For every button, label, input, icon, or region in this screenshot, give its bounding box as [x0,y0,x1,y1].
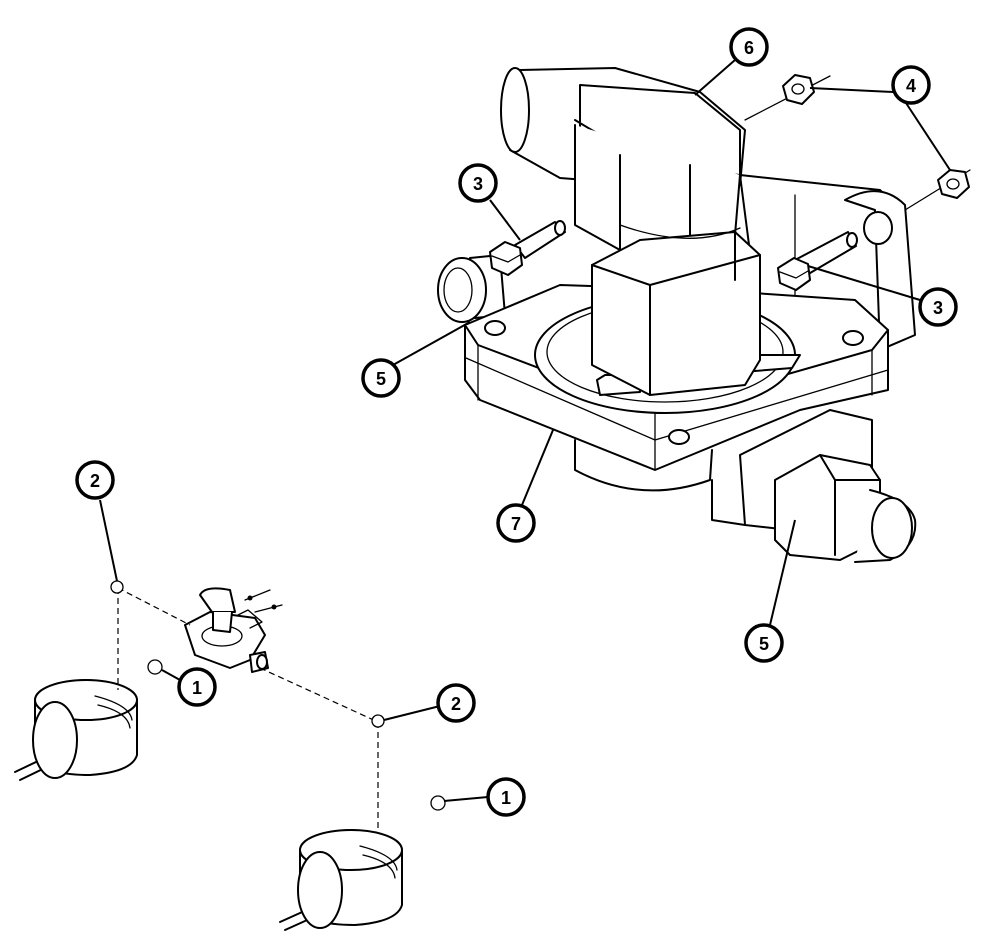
callout-5-left: 5 [361,358,401,398]
mount-left [14,679,138,781]
callout-1-left: 1 [177,667,217,707]
valve-assembly-detail [437,67,971,563]
svg-text:2: 2 [451,694,461,714]
mount-right [279,829,403,931]
svg-text:5: 5 [759,634,769,654]
svg-text:4: 4 [906,76,916,96]
assembly-lines [117,587,379,830]
callout-4: 4 [891,65,931,105]
leader-lines [99,59,951,802]
reference-dots [110,580,446,811]
callout-3-right: 3 [918,287,958,327]
callout-6: 6 [729,27,769,67]
callout-2-right: 2 [436,683,476,723]
ref-dot-2b [371,714,385,728]
callout-5-right: 5 [744,623,784,663]
svg-text:6: 6 [744,38,754,58]
ref-dot-1a [147,659,163,675]
callouts: 1 1 2 2 3 3 4 5 [75,27,958,817]
callout-7: 7 [496,503,536,543]
callout-2-left: 2 [75,460,115,500]
small-valve-overview [184,587,283,673]
svg-text:7: 7 [511,514,521,534]
svg-text:3: 3 [473,174,483,194]
bolt-left [489,220,566,276]
ref-dot-2a [110,580,124,594]
svg-text:1: 1 [192,678,202,698]
callout-3-left: 3 [458,163,498,203]
svg-text:5: 5 [376,369,386,389]
bolt-right [777,231,858,291]
hex-body [591,224,761,396]
svg-text:3: 3 [933,298,943,318]
ref-dot-1b [430,795,446,811]
callout-1-right: 1 [486,777,526,817]
elbow-fitting [500,67,746,256]
nut-upper [744,74,831,121]
right-fitting [711,409,917,563]
nut-lower [904,169,971,211]
svg-text:2: 2 [90,471,100,491]
svg-text:1: 1 [501,788,511,808]
